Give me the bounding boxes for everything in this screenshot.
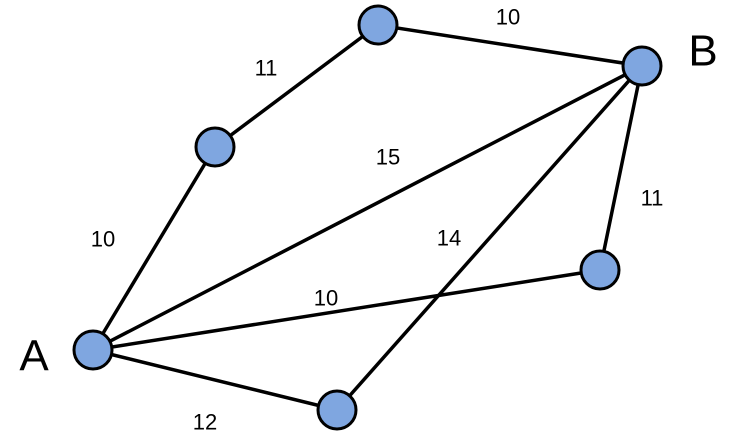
edge-weight-A-n4: 12 — [193, 410, 217, 435]
edge-A-n2 — [91, 145, 217, 352]
node-B — [621, 45, 663, 87]
node-label-B: B — [688, 27, 717, 76]
edge-weight-n3-B: 11 — [641, 186, 664, 211]
edge-A-n3 — [91, 268, 602, 352]
edge-weight-A-n2: 10 — [91, 227, 115, 252]
edge-weight-n2-n1: 11 — [255, 56, 278, 81]
node-A — [72, 329, 114, 371]
edge-weight-A-B: 15 — [376, 145, 400, 170]
edge-n4-B — [335, 64, 644, 412]
node-n4 — [316, 389, 358, 431]
edge-n2-n1 — [213, 23, 380, 149]
edge-weights-layer: 10 11 10 15 14 11 10 12 — [91, 5, 664, 435]
edge-n3-B — [598, 64, 644, 272]
nodes-layer — [72, 4, 663, 431]
node-labels-layer: AB — [19, 27, 717, 381]
edge-A-n4 — [91, 348, 339, 412]
edges-layer — [91, 23, 644, 412]
node-label-A: A — [19, 332, 49, 381]
edge-A-B — [91, 64, 644, 352]
node-n1 — [357, 4, 399, 46]
node-n2 — [194, 126, 236, 168]
node-n3 — [579, 249, 621, 291]
edge-weight-A-n3: 10 — [314, 286, 338, 311]
edge-weight-n1-B: 10 — [496, 5, 520, 30]
edge-n1-B — [376, 23, 644, 68]
edge-weight-n4-B: 14 — [437, 226, 461, 251]
